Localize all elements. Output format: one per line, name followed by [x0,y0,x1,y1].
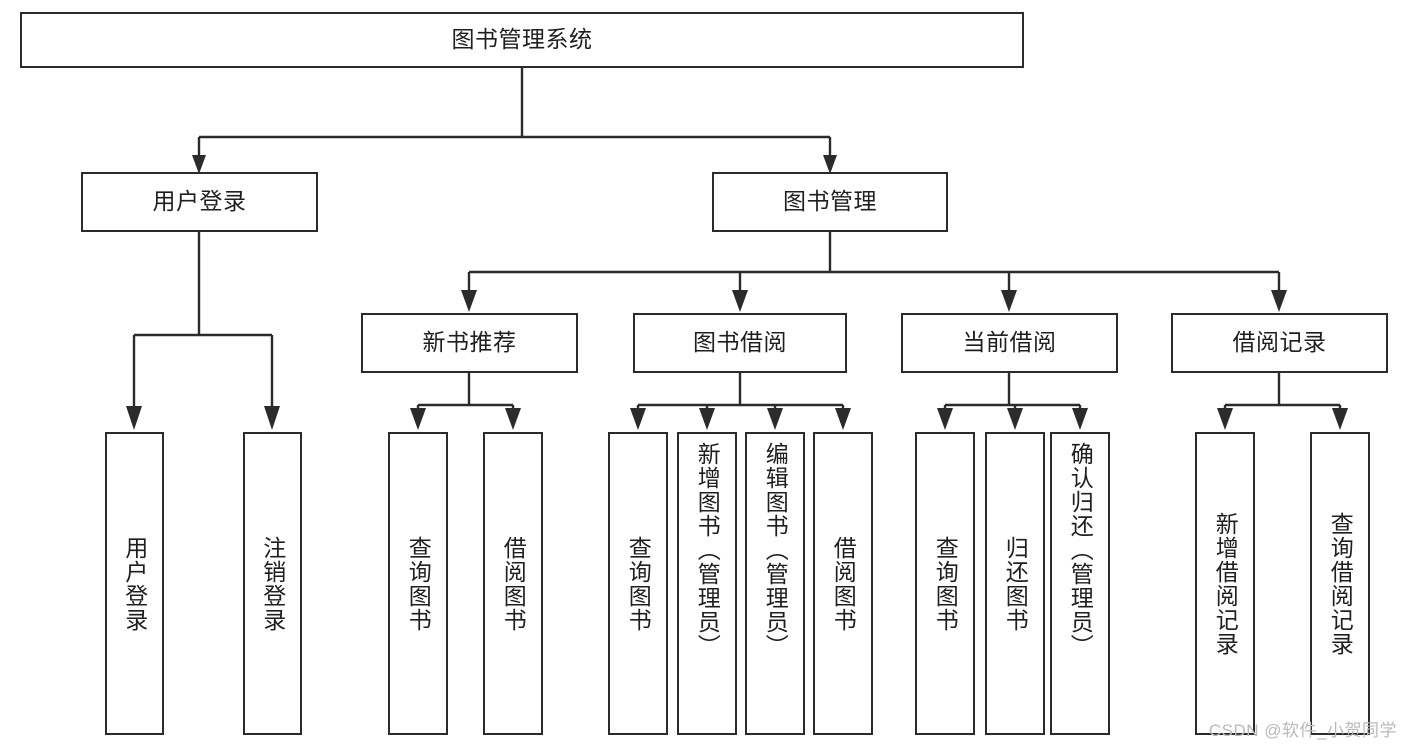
node-leaf-user-login-label: 用户登录 [121,535,148,632]
node-leaf-return-book[interactable]: 归还图书 [985,432,1045,735]
arrowhead-user-login-leaf-1 [126,406,142,430]
node-leaf-confirm-return-admin-label: 确认归还（管理员） [1067,442,1094,658]
node-leaf-edit-book-admin[interactable]: 编辑图书（管理员） [745,432,805,735]
node-borrow-record[interactable]: 借阅记录 [1171,313,1388,373]
node-leaf-add-borrow-record-label: 新增借阅记录 [1212,511,1239,656]
node-borrow-record-label: 借阅记录 [1232,329,1327,356]
arrowhead-book-borrow-leaf-3 [767,408,783,430]
node-current-borrow[interactable]: 当前借阅 [901,313,1118,373]
node-leaf-query-book-1[interactable]: 查询图书 [388,432,448,735]
arrowhead-book-borrow-leaf-1 [630,408,646,430]
node-leaf-confirm-return-admin[interactable]: 确认归还（管理员） [1050,432,1110,735]
arrowhead-borrow-record [1271,290,1287,312]
node-book-manage[interactable]: 图书管理 [712,172,948,232]
node-leaf-return-book-label: 归还图书 [1002,535,1029,632]
node-current-borrow-label: 当前借阅 [962,329,1057,356]
arrowhead-book-borrow [732,290,748,312]
node-leaf-add-book-admin[interactable]: 新增图书（管理员） [677,432,737,735]
node-leaf-logout[interactable]: 注销登录 [243,432,302,735]
arrowhead-current-borrow-leaf-1 [937,408,953,430]
arrowhead-current-borrow-leaf-3 [1072,408,1088,430]
node-book-borrow[interactable]: 图书借阅 [633,313,847,373]
arrowhead-user-login-leaf-2 [264,406,280,430]
node-book-manage-label: 图书管理 [783,188,877,215]
arrowhead-current-borrow-leaf-2 [1007,408,1023,430]
node-leaf-query-borrow-record[interactable]: 查询借阅记录 [1310,432,1370,735]
node-leaf-query-book-3[interactable]: 查询图书 [915,432,975,735]
node-leaf-query-book-1-label: 查询图书 [405,535,432,632]
arrowhead-new-book [461,290,477,312]
node-leaf-borrow-book-1[interactable]: 借阅图书 [483,432,543,735]
node-leaf-query-book-3-label: 查询图书 [932,535,959,632]
node-leaf-query-book-2-label: 查询图书 [625,535,652,632]
node-root-label: 图书管理系统 [451,26,593,53]
node-leaf-add-borrow-record[interactable]: 新增借阅记录 [1195,432,1255,735]
arrowhead-borrow-record-leaf-1 [1217,408,1233,430]
node-leaf-borrow-book-2[interactable]: 借阅图书 [813,432,873,735]
node-user-login[interactable]: 用户登录 [81,172,318,232]
node-leaf-user-login[interactable]: 用户登录 [105,432,164,735]
arrowhead-new-book-leaf-1 [410,408,426,430]
node-new-book-recommend-label: 新书推荐 [422,329,517,356]
node-leaf-logout-label: 注销登录 [259,535,286,632]
node-leaf-edit-book-admin-label: 编辑图书（管理员） [762,442,789,658]
arrowhead-current-borrow [1001,290,1017,312]
node-book-borrow-label: 图书借阅 [693,329,787,356]
arrowhead-book-borrow-leaf-4 [835,408,851,430]
arrowhead-borrow-record-leaf-2 [1332,408,1348,430]
arrowhead-new-book-leaf-2 [505,408,521,430]
node-user-login-label: 用户登录 [152,188,247,215]
watermark-text: CSDN @软件_小贺同学 [1208,721,1397,740]
node-leaf-add-book-admin-label: 新增图书（管理员） [694,442,721,658]
node-leaf-query-borrow-record-label: 查询借阅记录 [1327,511,1354,656]
node-root-system[interactable]: 图书管理系统 [20,12,1024,68]
arrowhead-book-borrow-leaf-2 [699,408,715,430]
node-new-book-recommend[interactable]: 新书推荐 [361,313,578,373]
node-leaf-borrow-book-2-label: 借阅图书 [830,535,857,632]
node-leaf-query-book-2[interactable]: 查询图书 [608,432,668,735]
node-leaf-borrow-book-1-label: 借阅图书 [500,535,527,632]
